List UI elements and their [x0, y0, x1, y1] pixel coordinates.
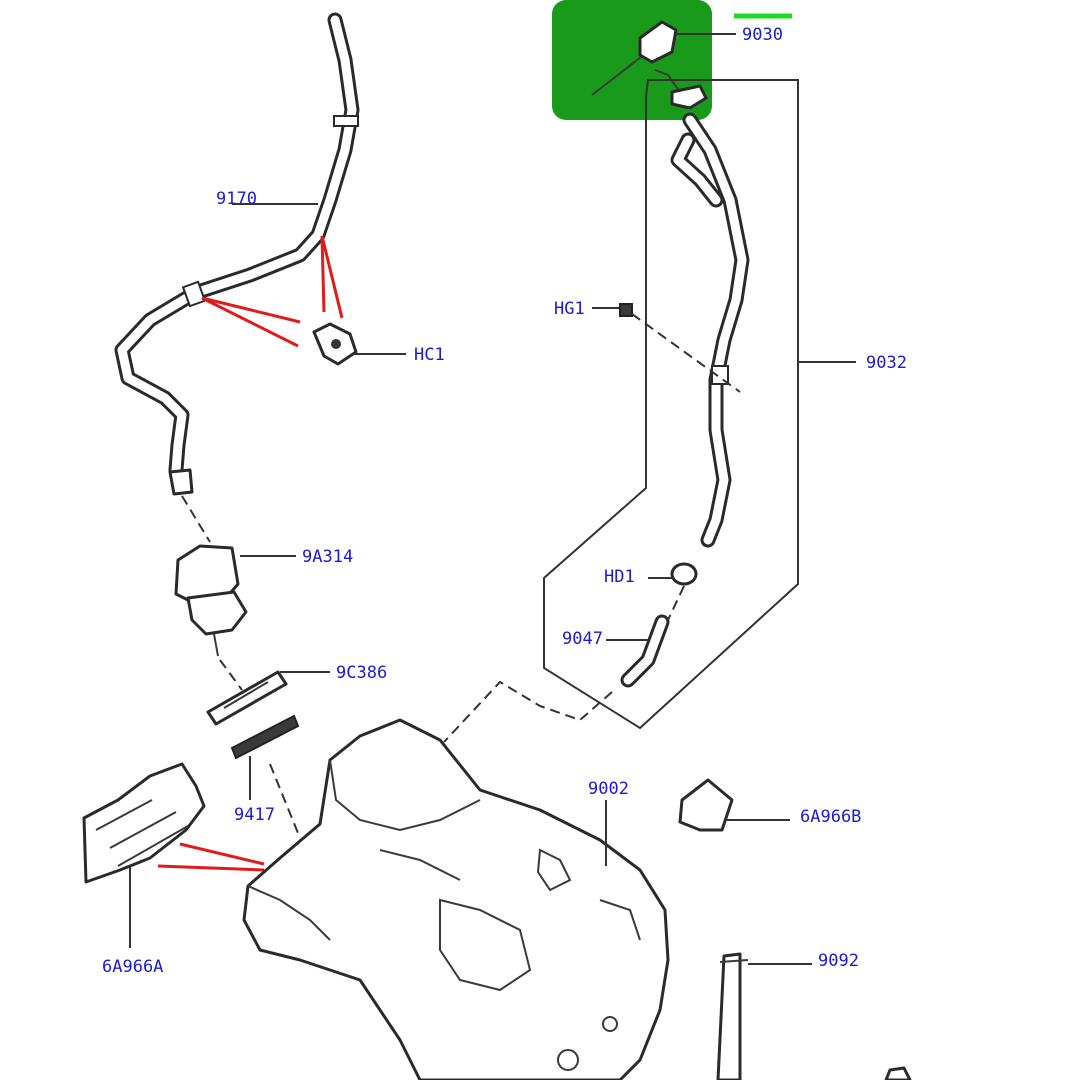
heat-shield-6a966a — [82, 762, 206, 884]
red-callout-lines-lower — [157, 842, 265, 872]
dash-9170-to-9a314 — [181, 495, 211, 543]
label-9047[interactable]: 9047 — [562, 629, 603, 649]
label-hc1[interactable]: HC1 — [414, 345, 445, 365]
label-9c386[interactable]: 9C386 — [336, 663, 387, 683]
clamp-hd1 — [670, 562, 698, 586]
dash-9417-to-tank — [269, 763, 301, 839]
label-9170[interactable]: 9170 — [216, 189, 257, 209]
hose-9047 — [620, 614, 670, 688]
bracket-hc1 — [312, 322, 358, 366]
dash-hd1-to-9047 — [667, 585, 685, 621]
dash-hg1 — [631, 313, 741, 393]
dash-9047-to-tank — [443, 680, 613, 743]
gasket-9c386 — [206, 670, 288, 726]
label-9417[interactable]: 9417 — [234, 805, 275, 825]
clip-hg1 — [619, 303, 633, 317]
highlight-box-9030[interactable] — [552, 0, 712, 120]
fastener-bottom-right — [884, 1066, 912, 1080]
label-6a966a[interactable]: 6A966A — [102, 957, 163, 977]
strap-9092 — [716, 952, 749, 1080]
dash-9a314-to-9c386 — [219, 659, 243, 691]
label-hd1[interactable]: HD1 — [604, 567, 635, 587]
label-9030[interactable]: 9030 — [742, 25, 783, 45]
label-9032[interactable]: 9032 — [866, 353, 907, 373]
fuel-tank-9002 — [242, 718, 670, 1080]
seal-9417 — [230, 714, 300, 760]
pad-6a966b — [678, 778, 734, 832]
filler-pipe-9032 — [670, 112, 750, 548]
group-outline-9032 — [543, 79, 799, 730]
filler-pipe-9170 — [114, 12, 360, 496]
valve-9a314 — [174, 544, 248, 657]
label-6a966b[interactable]: 6A966B — [800, 807, 861, 827]
label-9092[interactable]: 9092 — [818, 951, 859, 971]
red-callout-lines-upper — [201, 235, 344, 348]
label-9a314[interactable]: 9A314 — [302, 547, 353, 567]
label-9002[interactable]: 9002 — [588, 779, 629, 799]
label-hg1[interactable]: HG1 — [554, 299, 585, 319]
